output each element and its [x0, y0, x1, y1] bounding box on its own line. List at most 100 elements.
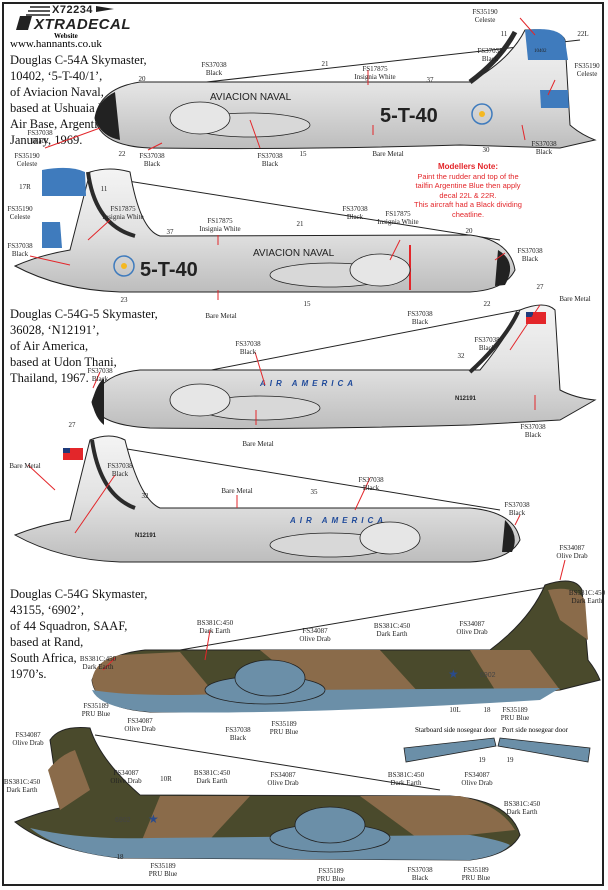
caption-line: based at Rand,: [10, 635, 84, 649]
decal-number: 10R: [160, 775, 172, 783]
caption-line: January, 1969.: [10, 133, 83, 147]
decal-number: 32: [141, 492, 149, 500]
side-marking-aviacion-naval: AVIACION NAVAL: [210, 92, 292, 103]
decal-number: 22: [118, 150, 126, 158]
code-6902-port: 6902: [115, 817, 131, 824]
decal-number: 37: [426, 76, 434, 84]
aircraft-saaf-starboard: 6902 ★: [91, 580, 601, 713]
callout: Bare Metal: [242, 440, 274, 448]
caption-line: 1970’s.: [10, 667, 47, 681]
caption-line: Douglas C-54G-5 Skymaster,: [10, 307, 158, 321]
decal-number: 22L: [577, 30, 589, 38]
decal-number: 18: [483, 706, 491, 714]
decal-number: 19: [506, 756, 514, 764]
roundel-icon: [471, 103, 493, 125]
decal-number: 15: [299, 150, 307, 158]
caption-line: Douglas C-54G Skymaster,: [10, 587, 148, 601]
caption-line: Air Base, Argentina,: [10, 117, 113, 131]
code-6902: 6902: [480, 672, 496, 679]
aircraft-air-america-starboard: AIR AMERICA N12191: [91, 304, 597, 430]
caption-line: 43155, ‘6902’,: [10, 603, 84, 617]
callout: Bare Metal: [559, 295, 591, 303]
registration: N12191: [455, 396, 477, 402]
starboard-nosegear-door: [403, 737, 497, 763]
callout: Bare Metal: [221, 487, 253, 495]
decal-number: 27: [68, 421, 76, 429]
decal-number: 23: [120, 296, 128, 304]
leader-lines: [27, 17, 566, 671]
caption-line: Thailand, 1967.: [10, 371, 89, 385]
website-url[interactable]: www.hannants.co.uk: [10, 38, 102, 50]
note-title: Modellers Note:: [437, 162, 498, 171]
nosegear-doors: [403, 737, 591, 763]
registration-port: N12191: [135, 533, 157, 539]
decal-number: 35: [310, 488, 318, 496]
caption-air-america: Douglas C-54G-5 Skymaster, 36028, ‘N1219…: [10, 306, 158, 386]
product-code: X72234: [52, 4, 93, 16]
note-line: This aircraft had a Black dividing: [414, 200, 522, 209]
aircraft-argentina-port: 5-T-40 AVIACION NAVAL: [13, 167, 516, 293]
caption-line: of Aviacion Naval,: [10, 85, 104, 99]
code-5-t-40-port: 5-T-40: [140, 259, 198, 281]
logo-arrow-icon: [16, 6, 114, 30]
callout: Bare Metal: [372, 150, 404, 158]
brand-name: XTRADECAL: [34, 16, 131, 33]
saaf-castle-roundel-icon: ★: [448, 667, 459, 681]
aircraft-argentina-starboard: AVIACION NAVAL 5-T-40 10402: [94, 29, 597, 150]
decal-number: 21: [296, 220, 304, 228]
code-5-t-40: 5-T-40: [380, 105, 438, 127]
starboard-door-label: Starboard side nosegear door: [415, 726, 497, 734]
decal-number: 21: [321, 60, 329, 68]
decal-number: 15: [303, 300, 311, 308]
decal-number: 32: [457, 352, 465, 360]
aircraft-saaf-port: 6902 ★: [14, 727, 521, 861]
decal-number: 27: [536, 283, 544, 291]
caption-line: South Africa,: [10, 651, 77, 665]
aircraft-air-america-port: AIR AMERICA N12191: [13, 435, 521, 563]
caption-line: Douglas C-54A Skymaster,: [10, 53, 147, 67]
decal-number: 18: [116, 853, 124, 861]
modellers-note: Modellers Note: Paint the rudder and top…: [353, 162, 583, 219]
decal-number: 19: [478, 756, 486, 764]
port-door-label: Port side nosegear door: [502, 726, 568, 734]
decal-number: 17R: [19, 183, 31, 191]
decal-number: 20: [138, 75, 146, 83]
note-line: Paint the rudder and top of the: [417, 171, 519, 181]
caption-line: of Air America,: [10, 339, 89, 353]
caption-line: 10402, ‘5-T-40/1’,: [10, 69, 103, 83]
caption-line: 36028, ‘N12191’,: [10, 323, 100, 337]
decal-number: 20: [465, 227, 473, 235]
saaf-castle-roundel-icon: ★: [148, 812, 159, 826]
